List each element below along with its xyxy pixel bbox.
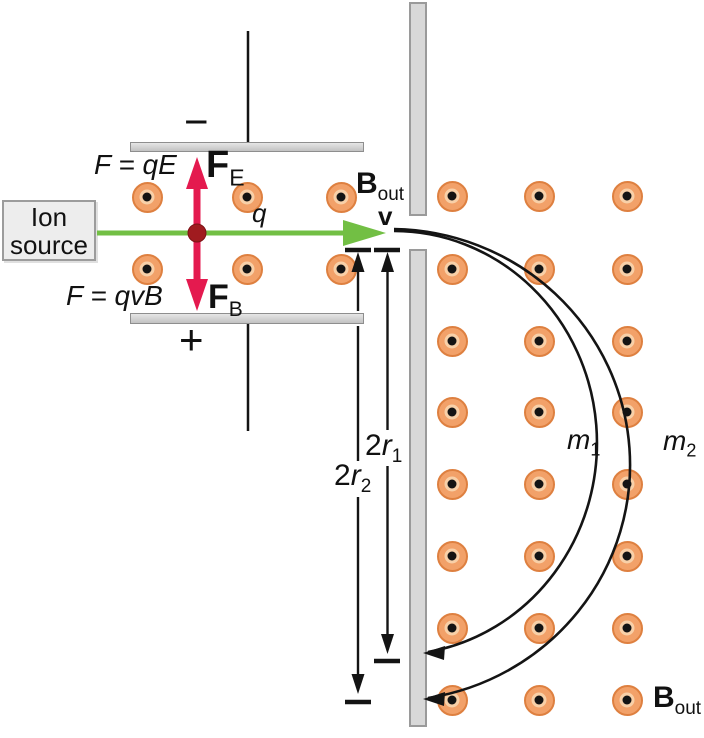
b-field-out-of-page-icon <box>131 253 163 285</box>
field-symbol-dot <box>622 407 632 417</box>
trajectory-m1-arrowhead-icon <box>423 646 445 660</box>
b-field-out-of-page-icon <box>436 253 468 285</box>
b-field-out-of-page-icon <box>611 253 643 285</box>
capacitor-plate-negative <box>130 142 364 152</box>
dimension-line-2r1 <box>374 247 400 664</box>
dim-2r2-down-arrowhead-icon <box>351 674 365 694</box>
field-symbol-dot <box>142 264 152 274</box>
slit-barrier-lower <box>409 249 427 727</box>
positive-plate-sign: + <box>179 316 204 363</box>
dim-2r2-up-arrowhead-icon <box>351 252 365 272</box>
b-field-out-of-page-icon <box>611 325 643 357</box>
field-symbol-dot <box>622 551 632 561</box>
field-symbol-dot <box>534 695 544 705</box>
field-symbol-dot <box>622 695 632 705</box>
field-symbol-dot <box>447 336 457 346</box>
field-symbol-dot <box>242 192 252 202</box>
b-out-label-bottom: Bout <box>653 681 702 719</box>
field-symbol-dot <box>622 191 632 201</box>
b-field-out-of-page-icon <box>523 684 555 716</box>
b-field-out-of-page-icon <box>436 180 468 212</box>
velocity-arrowhead-icon <box>343 220 386 246</box>
field-symbol-dot <box>622 264 632 274</box>
b-field-out-of-page-icon <box>231 253 263 285</box>
ion-source-label-line2: source <box>9 229 89 260</box>
b-field-out-of-page-icon <box>523 612 555 644</box>
charge-particle-dot <box>187 223 207 243</box>
capacitor-plate-positive <box>130 313 364 324</box>
dim-2r1-down-arrowhead-icon <box>381 634 394 654</box>
mass-m1-label: m1 <box>567 424 601 460</box>
b-field-out-of-page-icon <box>436 325 468 357</box>
field-symbol-dot <box>447 695 457 705</box>
field-symbol-dot <box>336 192 346 202</box>
field-symbol-dot <box>336 264 346 274</box>
b-field-out-of-page-icon <box>523 325 555 357</box>
field-symbol-dot <box>622 623 632 633</box>
ion-source-label-line1: Ion <box>30 201 68 232</box>
trajectory-m2 <box>393 227 632 700</box>
field-symbol-dot <box>622 336 632 346</box>
field-symbol-dot <box>534 479 544 489</box>
negative-plate-sign: − <box>184 98 209 145</box>
slit-barrier-upper <box>409 2 427 216</box>
trajectory-m1 <box>393 229 599 654</box>
b-field-out-of-page-icon <box>436 396 468 428</box>
field-symbol-dot <box>534 264 544 274</box>
field-symbol-dot <box>447 551 457 561</box>
b-field-out-of-page-icon <box>325 181 357 213</box>
field-symbol-dot <box>142 192 152 202</box>
field-symbol-dot <box>534 336 544 346</box>
electric-force-vector-label: FE <box>206 144 245 191</box>
field-symbol-dot <box>534 191 544 201</box>
b-field-out-of-page-icon <box>611 180 643 212</box>
field-symbol-dot <box>622 479 632 489</box>
field-symbol-dot <box>447 191 457 201</box>
field-symbol-dot <box>447 623 457 633</box>
b-field-out-of-page-icon <box>436 612 468 644</box>
field-symbol-dot <box>534 407 544 417</box>
dimension-line-2r2 <box>345 247 371 705</box>
ion-source-box: Ion source <box>2 200 96 261</box>
b-field-out-of-page-icon <box>523 180 555 212</box>
trajectory-m2-arrowhead-icon <box>423 692 445 706</box>
magnetic-force-equation: F = qvB <box>66 280 163 311</box>
b-field-out-of-page-icon <box>611 684 643 716</box>
b-field-out-of-page-icon <box>436 468 468 500</box>
electric-force-arrowhead-icon <box>186 157 208 189</box>
charge-label: q <box>252 198 267 228</box>
b-field-out-of-page-icon <box>131 181 163 213</box>
mass-m2-label: m2 <box>663 425 697 461</box>
b-field-out-of-page-icon <box>523 468 555 500</box>
electric-force-equation: F = qE <box>94 149 177 180</box>
diameter-2r2-label: 2r2 <box>334 459 372 497</box>
b-field-out-of-page-icon <box>436 540 468 572</box>
field-symbol-dot <box>534 551 544 561</box>
magnetic-force-arrowhead-icon <box>186 279 208 311</box>
b-out-label-top: Bout <box>356 167 405 205</box>
field-symbol-dot <box>534 623 544 633</box>
b-field-out-of-page-icon <box>325 253 357 285</box>
b-field-out-of-page-icon <box>523 396 555 428</box>
field-symbol-dot <box>447 264 457 274</box>
field-symbol-dot <box>242 264 252 274</box>
diameter-2r1-label: 2r1 <box>365 429 403 467</box>
field-symbol-dot <box>447 407 457 417</box>
magnetic-force-vector-label: FB <box>208 278 243 321</box>
b-field-out-of-page-icon <box>523 540 555 572</box>
b-field-out-of-page-icon <box>231 181 263 213</box>
dim-2r1-up-arrowhead-icon <box>381 252 394 272</box>
velocity-label: v <box>378 201 393 231</box>
b-field-out-of-page-icon <box>611 612 643 644</box>
field-symbol-dot <box>447 479 457 489</box>
